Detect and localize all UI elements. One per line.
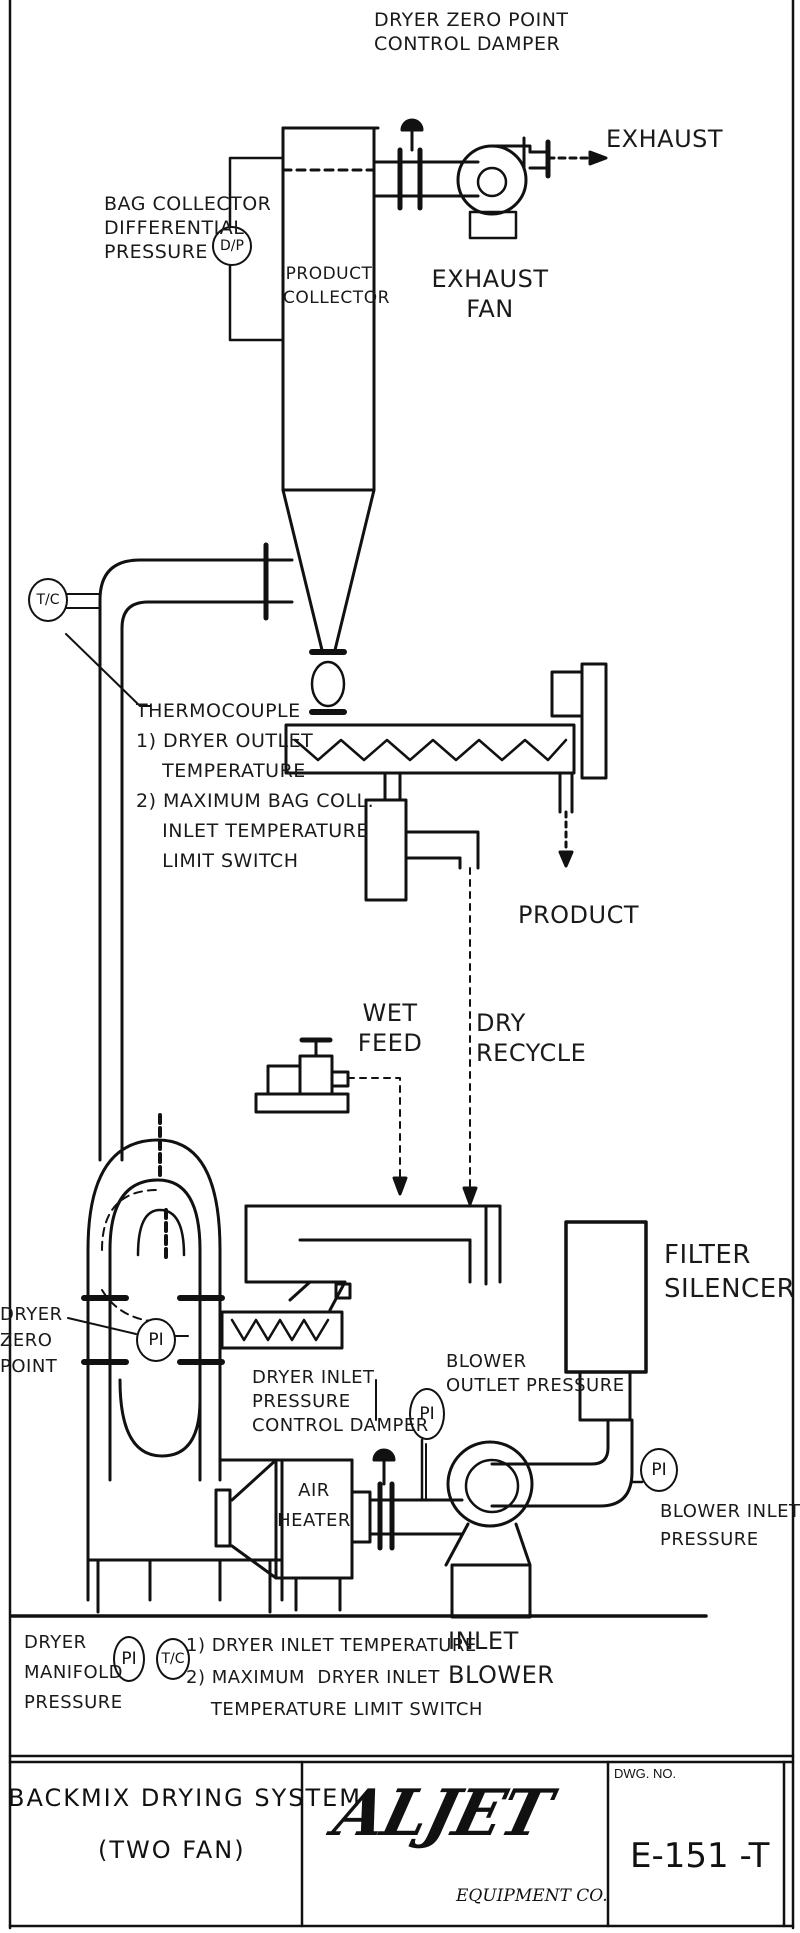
company-name: EQUIPMENT CO. [456, 1886, 608, 1906]
label-product: PRODUCT [518, 901, 640, 929]
backmix-dryer [81, 1113, 284, 1614]
label-dryer-manifold-pressure: DRYER MANIFOLD PRESSURE [24, 1632, 124, 1713]
screw-conveyor [284, 662, 608, 868]
inlet-blower [444, 1418, 644, 1619]
label-exhaust: EXHAUST [606, 125, 724, 153]
product-collector [281, 126, 380, 652]
rotary-valve [309, 649, 347, 715]
title-line-2: (TWO FAN) [98, 1836, 246, 1864]
label-bag-collector-dp: BAG COLLECTOR DIFFERENTIAL PRESSURE [104, 193, 272, 263]
instrument-leaders [61, 593, 643, 1501]
tc-dryer-inlet: T/C [156, 1638, 190, 1680]
label-dryer-zero-point-damper: DRYER ZERO POINT CONTROL DAMPER [374, 9, 569, 55]
label-filter-silencer: FILTER SILENCER [664, 1240, 796, 1304]
recycle-drop [364, 798, 480, 1206]
filter-silencer [564, 1220, 648, 1422]
label-wet-feed: WET FEED [357, 999, 423, 1057]
label-dry-recycle: DRY RECYCLE [476, 1009, 587, 1067]
wet-feed-pump [254, 1037, 408, 1196]
label-dryer-zero-point: DRYER ZERO POINT [0, 1304, 63, 1377]
pi-blower-outlet: PI [409, 1388, 445, 1440]
title-block-frame [8, 1754, 795, 1928]
dp-impulse-lines [228, 156, 285, 342]
pi-blower-inlet: PI [640, 1448, 678, 1492]
pi-dryer-zero-point: PI [136, 1318, 176, 1362]
label-thermocouple: THERMOCOUPLE 1) DRYER OUTLET TEMPERATURE… [136, 700, 375, 872]
thermocouple-outlet: T/C [28, 578, 68, 622]
label-blower-inlet-pressure: BLOWER INLET PRESSURE [660, 1501, 800, 1550]
dwg-no: E-151 -T [630, 1836, 770, 1876]
label-air-heater: AIR HEATER [277, 1480, 351, 1531]
inlet-duct [368, 1438, 464, 1551]
pi-dryer-manifold: PI [113, 1636, 145, 1682]
sheet-border [8, 0, 795, 1930]
air-heater [230, 1458, 372, 1612]
label-exhaust-fan: EXHAUST FAN [431, 265, 549, 323]
label-blower-outlet-pressure: BLOWER OUTLET PRESSURE [446, 1351, 625, 1396]
label-dryer-inlet-temperature: 1) DRYER INLET TEMPERATURE 2) MAXIMUM DR… [186, 1635, 483, 1720]
exhaust-duct [372, 118, 480, 211]
label-inlet-blower: INLET BLOWER [448, 1627, 555, 1689]
label-dryer-inlet-pressure-damper: DRYER INLET PRESSURE CONTROL DAMPER [252, 1367, 429, 1436]
outlet-duct [98, 542, 294, 1162]
company-logo: ALJET [326, 1776, 557, 1851]
exhaust-fan [456, 136, 608, 240]
label-product-collector: PRODUCT COLLECTOR [283, 264, 390, 308]
dwg-no-label: DWG. NO. [614, 1766, 677, 1781]
title-line-1: BACKMIX DRYING SYSTEM [8, 1784, 363, 1812]
feed-mixer [220, 1204, 502, 1350]
dp-instrument: D/P [212, 226, 252, 266]
